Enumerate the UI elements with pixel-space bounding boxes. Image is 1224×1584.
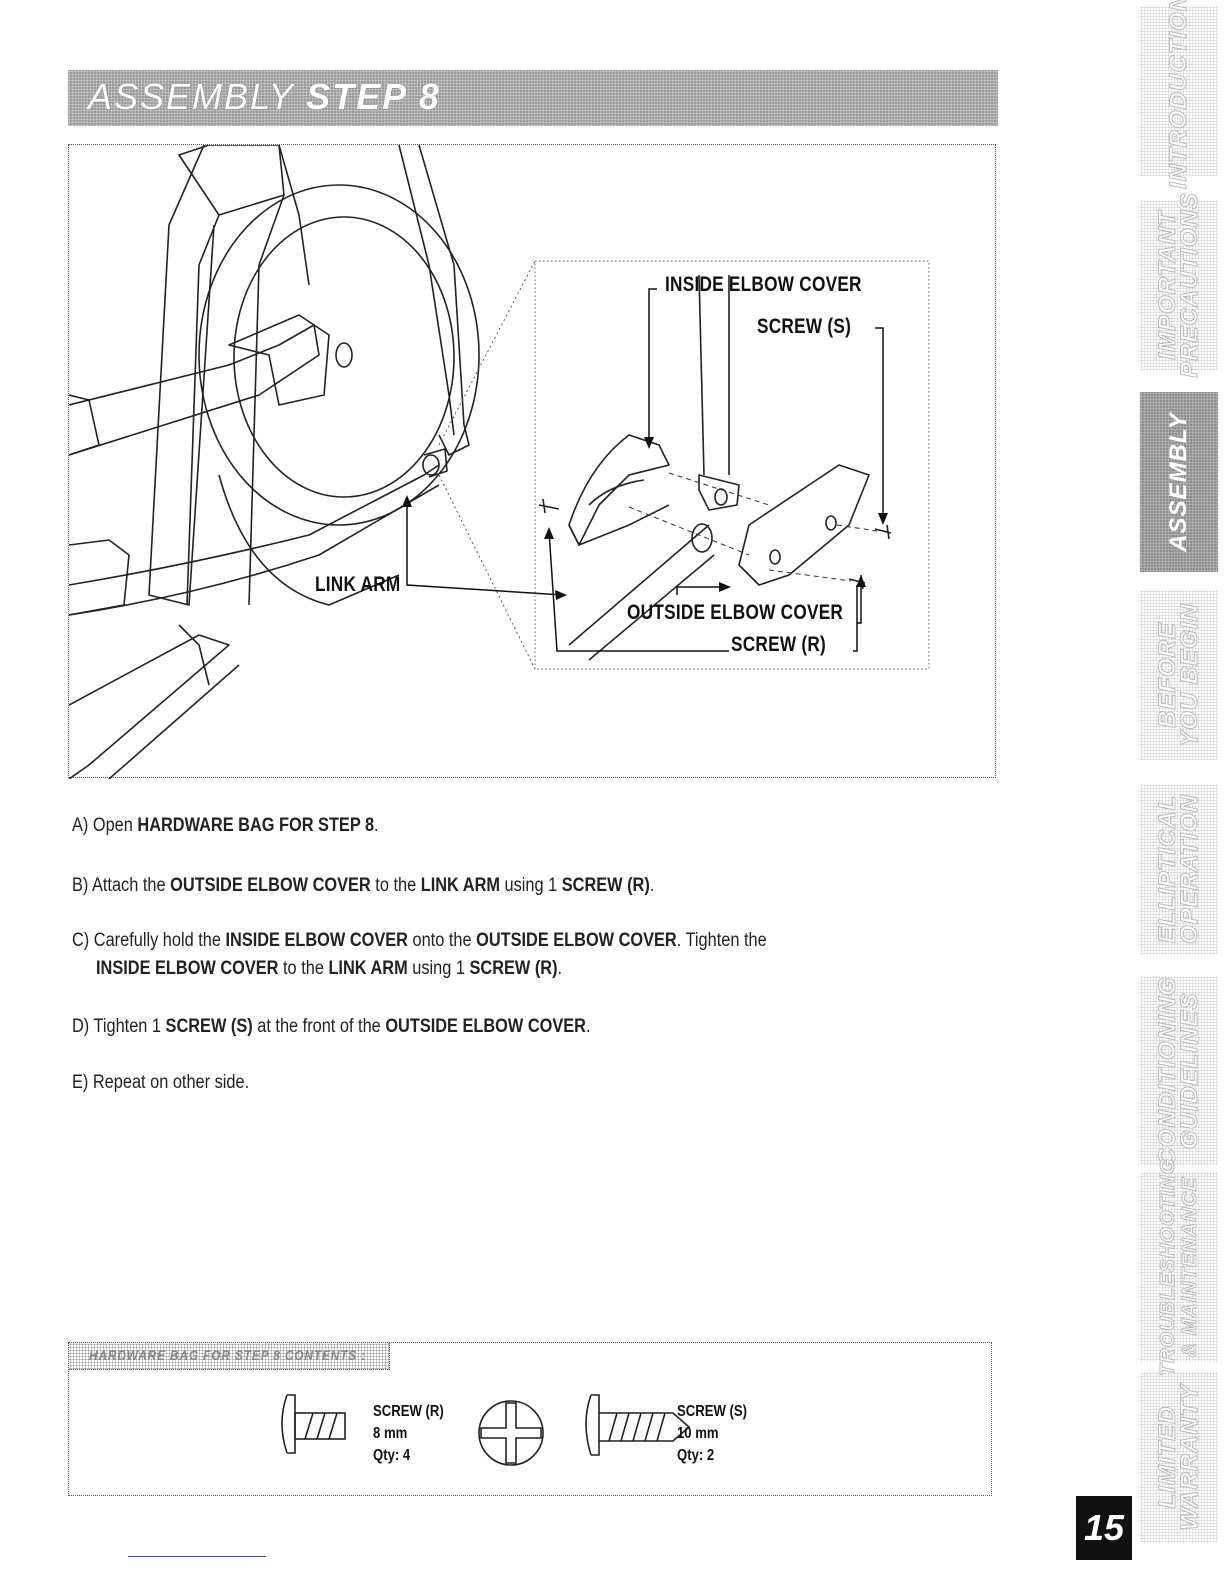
hardware-drawings	[281, 1394, 691, 1466]
section-header: ASSEMBLY STEP 8	[68, 70, 998, 126]
screw-r-size: 8 mm	[373, 1425, 408, 1442]
callout-screw-s: SCREW (S)	[757, 315, 852, 338]
instruction-d: D) Tighten 1 SCREW (S) at the front of t…	[72, 1016, 591, 1037]
callout-outside-elbow-cover: OUTSIDE ELBOW COVER	[627, 601, 844, 624]
screw-s-qty: Qty: 2	[677, 1447, 715, 1464]
footer-link-line	[128, 1556, 266, 1557]
page-number: 15	[1076, 1496, 1132, 1560]
tab-introduction[interactable]: INTRODUCTION	[1140, 0, 1218, 189]
hardware-item-screw-r: SCREW (R) 8 mm Qty: 4	[373, 1401, 444, 1467]
tab-assembly[interactable]: ASSEMBLY	[1140, 392, 1218, 572]
hardware-item-screw-s: SCREW (S) 10 mm Qty: 2	[677, 1401, 747, 1467]
tab-troubleshooting-maintenance[interactable]: TROUBLESHOOTING& MAINTENANCE	[1140, 1157, 1218, 1377]
hardware-bag-panel: HARDWARE BAG FOR STEP 8 CONTENTS :	[68, 1342, 992, 1496]
elliptical-drawing	[69, 145, 930, 779]
screw-r-qty: Qty: 4	[373, 1447, 411, 1464]
header-title-step: STEP 8	[306, 76, 441, 117]
header-title-prefix: ASSEMBLY	[88, 76, 295, 117]
callout-link-arm: LINK ARM	[315, 573, 401, 596]
assembly-illustration: INSIDE ELBOW COVER SCREW (S) LINK ARM OU…	[68, 144, 996, 779]
phillips-head-icon	[478, 1400, 544, 1466]
instruction-b: B) Attach the OUTSIDE ELBOW COVER to the…	[72, 875, 655, 896]
instruction-c-line1: C) Carefully hold the INSIDE ELBOW COVER…	[72, 930, 767, 951]
header-title: ASSEMBLY STEP 8	[88, 76, 441, 118]
hardware-bag-title: HARDWARE BAG FOR STEP 8 CONTENTS :	[69, 1343, 390, 1370]
callout-inside-elbow-cover: INSIDE ELBOW COVER	[665, 273, 862, 296]
instruction-c-line2: INSIDE ELBOW COVER to the LINK ARM using…	[96, 958, 563, 979]
screw-s-name: SCREW (S)	[677, 1403, 747, 1420]
instruction-a: A) Open HARDWARE BAG FOR STEP 8.	[72, 815, 379, 836]
callout-screw-r: SCREW (R)	[731, 633, 827, 656]
instruction-e: E) Repeat on other side.	[72, 1072, 250, 1093]
screw-r-name: SCREW (R)	[373, 1403, 444, 1420]
screw-r-icon	[281, 1394, 346, 1454]
screw-s-size: 10 mm	[677, 1425, 719, 1442]
screw-s-icon	[585, 1394, 691, 1456]
